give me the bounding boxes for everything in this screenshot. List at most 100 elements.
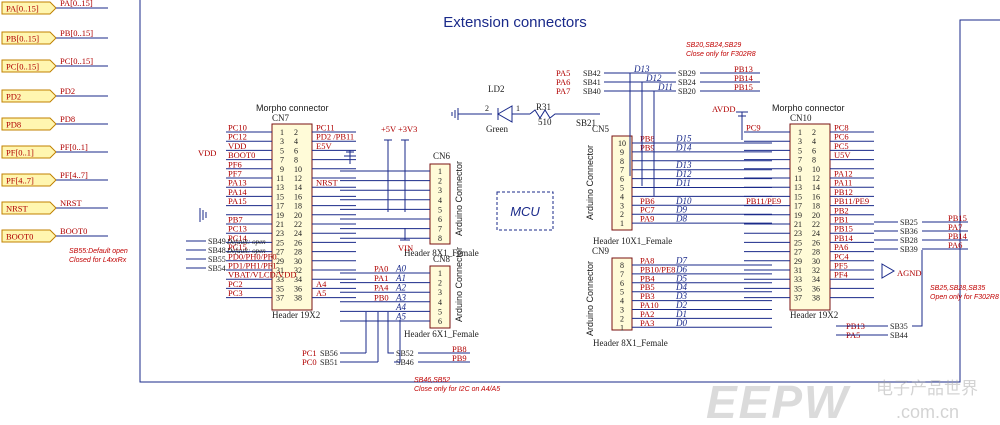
cn10-pin-number: 13	[794, 183, 802, 192]
cn7-left-net: PA13	[228, 178, 247, 188]
cn10-pin-number: 23	[794, 229, 802, 238]
note-top-1: SB20,SB24,SB29	[686, 42, 741, 49]
cn6-pin-number: 8	[438, 234, 442, 243]
cn8-pin-number: 2	[438, 279, 442, 288]
cn9-pin-number: 2	[620, 314, 624, 323]
cn6-pin-number: 3	[438, 186, 442, 195]
cn10-pin-number: 8	[812, 156, 816, 165]
cn7-pin-number: 1	[280, 128, 284, 137]
cn10-pin-number: 5	[798, 146, 802, 155]
cn10-pin-number: 38	[812, 294, 820, 303]
cn10-pin-number: 18	[812, 202, 820, 211]
res-value: 510	[538, 117, 552, 127]
power-3v3: +3V3	[398, 124, 417, 134]
cn8-name: Arduino Connector	[454, 247, 464, 322]
cn7-right-net: PD2 /PB11	[316, 132, 354, 142]
cn9-signal: D0	[675, 318, 687, 328]
cn9-pin-number: 4	[620, 297, 624, 306]
port-flag	[1, 89, 57, 103]
cn10-pin-number: 28	[812, 248, 820, 257]
cn10-right-net: PB1	[834, 215, 849, 225]
right-bridge-net: PB15	[948, 213, 967, 223]
cn9-net: PB3	[640, 291, 655, 301]
port-flag	[1, 31, 57, 45]
port-net-label: PC[0..15]	[60, 56, 93, 66]
cn10-right-net: PB2	[834, 205, 849, 215]
cn8-pin-number: 1	[438, 269, 442, 278]
cn9-signal: D7	[675, 256, 687, 266]
cn7-pin-number: 8	[294, 156, 298, 165]
cn9-signal: D3	[675, 291, 687, 301]
cn10-pin-number: 15	[794, 192, 802, 201]
cn10-pin-number: 30	[812, 257, 820, 266]
top-right-bridge-ref: SB29	[678, 69, 696, 78]
cn10-pin-number: 33	[794, 275, 802, 284]
cn5-name: Arduino Connector	[585, 145, 595, 220]
cn7-pin-number: 9	[280, 165, 284, 174]
cn10-pin-number: 20	[812, 211, 820, 220]
cn9-signal: D2	[675, 300, 687, 310]
cn7-left-net: PC12	[228, 132, 247, 142]
cn9-net: PB10/PE8	[640, 264, 675, 274]
bottom-right-bridge-ref: SB44	[890, 331, 908, 340]
cn6-ref: CN6	[433, 151, 451, 161]
cn10-pin-number: 6	[812, 146, 816, 155]
port-flag	[1, 117, 57, 131]
bottom-right-vertical	[912, 250, 923, 327]
cn5-signal: D14	[675, 142, 692, 152]
cn8-signal: A4	[395, 302, 406, 312]
cn7-left-net: PA14	[228, 187, 247, 197]
right-bridge-ref: SB28	[900, 236, 918, 245]
cn7-pin-number: 37	[276, 294, 284, 303]
power-vin: VIN	[398, 243, 413, 253]
cn10-title: Morpho connector	[772, 103, 845, 113]
bottom-mid-verticals	[387, 312, 401, 363]
cn5-net: PB6	[640, 196, 655, 206]
cn9-net: PA10	[640, 300, 659, 310]
cn8-signal: A2	[395, 283, 406, 293]
cn10-pin-number: 7	[798, 156, 802, 165]
cn7-right-net: PC11	[316, 123, 335, 133]
cn10-right-net: PB12	[834, 187, 853, 197]
cn10-pin-number: 37	[794, 294, 802, 303]
cn7-pin-number: 3	[280, 137, 284, 146]
cn5-pin-number: 7	[620, 166, 624, 175]
port-net-label: PA[0..15]	[60, 0, 93, 8]
cn10-right-net: PC4	[834, 251, 849, 261]
port-flag-label: BOOT0	[6, 232, 33, 242]
cn8-signal: A3	[395, 292, 406, 302]
cn7-pin-number: 26	[294, 238, 302, 247]
top-signal: D13	[633, 64, 650, 74]
cn9-body	[611, 257, 633, 331]
cn7-pin-number: 15	[276, 192, 284, 201]
top-signal: D11	[657, 82, 673, 92]
top-bridge-net: PA6	[556, 77, 570, 87]
cn9-ref: CN9	[592, 246, 610, 256]
power-symbols	[199, 111, 895, 279]
cn7-pin-number: 5	[280, 146, 284, 155]
cn5-signal: D9	[675, 205, 687, 215]
note-left-1: SB55:Default open	[69, 248, 128, 255]
port-flag-label: PF[0..1]	[6, 148, 34, 158]
led-color: Green	[486, 124, 508, 134]
cn10-pin-number: 36	[812, 284, 820, 293]
top-right-bridge-net: PB14	[734, 73, 754, 83]
cn10-pin-number: 32	[812, 266, 820, 275]
cn9-name: Arduino Connector	[585, 261, 595, 336]
cn5-net: PA9	[640, 214, 654, 224]
frame-border	[139, 0, 1000, 383]
page-title: Extension connectors	[443, 14, 586, 31]
led-ref: LD2	[488, 84, 505, 94]
cn10-left-net: PC9	[746, 123, 761, 133]
port-flag-label: PB[0..15]	[6, 34, 39, 44]
bottom-left-bridge-net: PC0	[302, 357, 317, 367]
cn10-right-net: PA6	[834, 242, 848, 252]
cn7-pin-number: 6	[294, 146, 298, 155]
cn7-left-net: PF6	[228, 159, 242, 169]
cn10-ref: CN10	[790, 113, 812, 123]
